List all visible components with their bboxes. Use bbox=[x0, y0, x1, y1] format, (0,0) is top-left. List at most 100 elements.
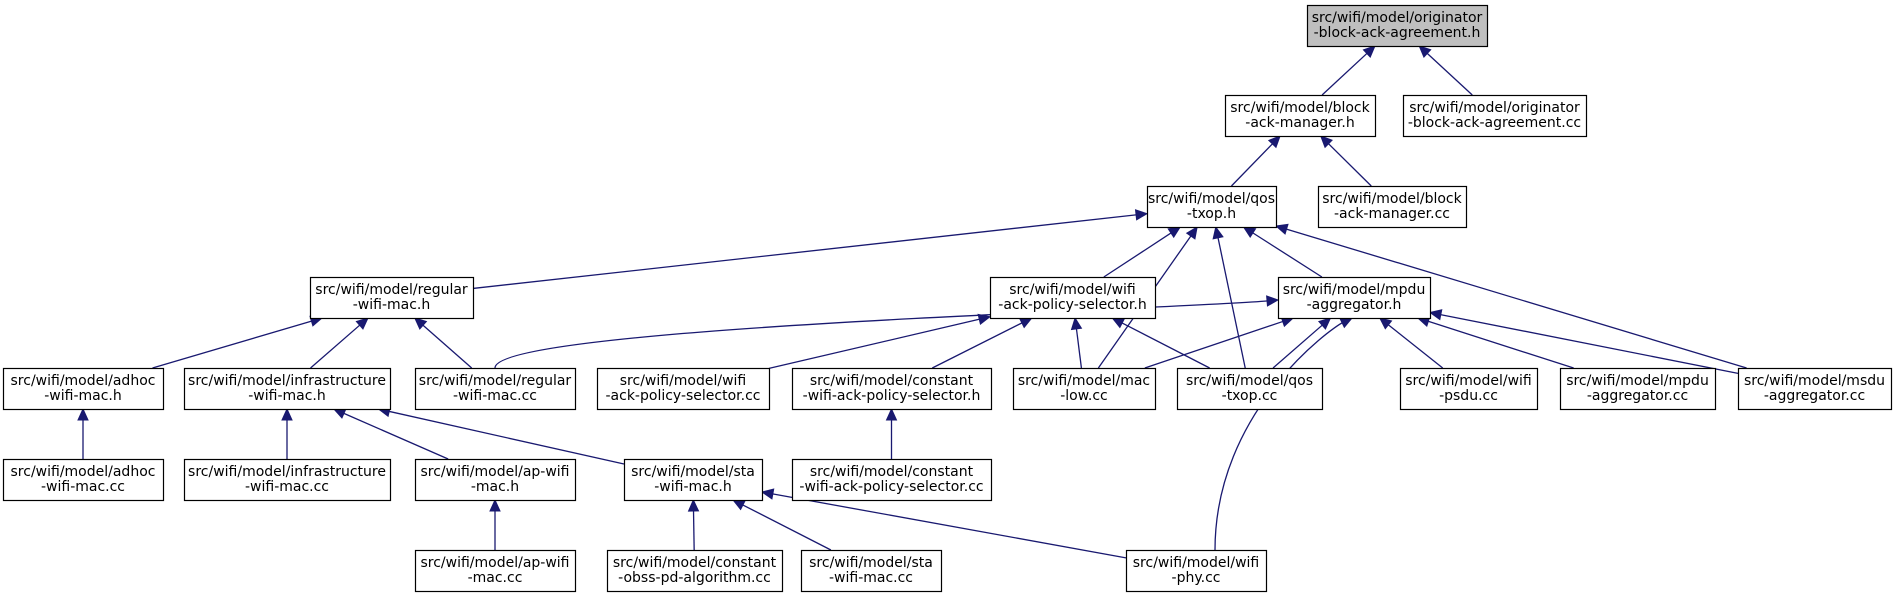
edge-qos-h-to-bam-h bbox=[1230, 135, 1281, 187]
node-label-line: -mac.cc bbox=[468, 570, 523, 586]
edges-layer bbox=[77, 45, 1747, 559]
edge-cwaps-h-to-waps-h bbox=[931, 317, 1033, 369]
node-label-line: -block-ack-agreement.cc bbox=[1408, 115, 1581, 131]
node-label-line: src/wifi/model/originator bbox=[1312, 10, 1483, 26]
file-node-waps-cc[interactable]: src/wifi/model/wifi-ack-policy-selector.… bbox=[596, 367, 771, 411]
file-node-ap-cc[interactable]: src/wifi/model/ap-wifi-mac.cc bbox=[414, 549, 577, 593]
arrow-head bbox=[1212, 225, 1224, 240]
arrow-head bbox=[1185, 226, 1198, 240]
file-node-psdu-cc[interactable]: src/wifi/model/wifi-psdu.cc bbox=[1399, 367, 1539, 411]
node-label-line: src/wifi/model/wifi bbox=[1133, 555, 1260, 571]
node-box bbox=[1224, 94, 1377, 138]
file-node-sta-h[interactable]: src/wifi/model/sta-wifi-mac.h bbox=[623, 458, 764, 502]
arrow-head bbox=[413, 317, 428, 330]
arrow-head bbox=[1378, 317, 1393, 330]
arrow-head bbox=[1134, 209, 1149, 221]
node-label-line: src/wifi/model/qos bbox=[1186, 373, 1313, 389]
arrow-head bbox=[1339, 317, 1354, 329]
node-box bbox=[1317, 185, 1468, 229]
node-box bbox=[414, 549, 577, 593]
file-node-infra-h[interactable]: src/wifi/model/infrastructure-wifi-mac.h bbox=[183, 367, 392, 411]
edge-cwaps-cc-to-cwaps-h bbox=[885, 407, 898, 459]
file-node-obss-cc[interactable]: src/wifi/model/constant-obss-pd-algorith… bbox=[606, 549, 784, 593]
file-node-qos-cc[interactable]: src/wifi/model/qos-txop.cc bbox=[1176, 367, 1324, 411]
node-box bbox=[309, 276, 475, 320]
edge-maclow-cc-to-waps-h bbox=[1070, 316, 1083, 369]
node-label-line: src/wifi/model/ap-wifi bbox=[420, 464, 569, 480]
file-node-mpdu-cc[interactable]: src/wifi/model/mpdu-aggregator.cc bbox=[1559, 367, 1717, 411]
nodes-layer: src/wifi/model/originator -block-ack-agre… bbox=[2, 4, 1893, 593]
node-label-line: src/wifi/model/ap-wifi bbox=[420, 555, 569, 571]
node-label-line: src/wifi/model/qos bbox=[1148, 191, 1275, 207]
file-node-ap-h[interactable]: src/wifi/model/ap-wifi-mac.h bbox=[414, 458, 577, 502]
node-label-line: -wifi-mac.h bbox=[248, 388, 326, 404]
node-label-line: src/wifi/model/constant bbox=[810, 373, 974, 389]
node-box bbox=[1399, 367, 1539, 411]
file-node-bam-cc[interactable]: src/wifi/model/block-ack-manager.cc bbox=[1317, 185, 1468, 229]
node-label-line: -aggregator.h bbox=[1307, 297, 1402, 313]
node-label-line: src/wifi/model/block bbox=[1230, 100, 1370, 116]
file-node-reg-cc[interactable]: src/wifi/model/regular-wifi-mac.cc bbox=[414, 367, 577, 411]
edge-mpdu-h-to-qos-h bbox=[1242, 226, 1323, 278]
file-node-qos-h[interactable]: src/wifi/model/qos-txop.h bbox=[1146, 185, 1278, 229]
file-node-oba-cc[interactable]: src/wifi/model/originator-block-ack-agre… bbox=[1402, 94, 1588, 138]
edge-qos-cc-to-mpdu-h bbox=[1272, 317, 1332, 369]
file-node-bam-h[interactable]: src/wifi/model/block-ack-manager.h bbox=[1224, 94, 1377, 138]
edge-reg-cc-to-reg-h bbox=[413, 317, 473, 369]
edge-phy-cc-to-sta-h bbox=[760, 488, 1127, 559]
node-label-line: src/wifi/model/block bbox=[1322, 191, 1462, 207]
node-box bbox=[1306, 4, 1489, 48]
node-box bbox=[183, 458, 392, 502]
node-label-line: -wifi-mac.cc bbox=[41, 479, 125, 495]
file-node-cwaps-cc[interactable]: src/wifi/model/constant-wifi-ack-policy-… bbox=[791, 458, 993, 502]
node-box bbox=[2, 458, 165, 502]
arrow-head bbox=[1319, 135, 1333, 149]
file-node-maclow-cc[interactable]: src/wifi/model/mac-low.cc bbox=[1012, 367, 1157, 411]
edge-sta-h-to-infra-h bbox=[377, 405, 625, 465]
node-box bbox=[623, 458, 764, 502]
edge-bam-cc-to-bam-h bbox=[1319, 135, 1372, 187]
file-node-adhoc-h[interactable]: src/wifi/model/adhoc-wifi-mac.h bbox=[2, 367, 165, 411]
node-box bbox=[1737, 367, 1893, 411]
arrow-head bbox=[1274, 223, 1289, 235]
node-box bbox=[791, 367, 993, 411]
file-node-sta-cc[interactable]: src/wifi/model/sta-wifi-mac.cc bbox=[800, 549, 943, 593]
arrow-head bbox=[281, 407, 293, 421]
file-node-waps-h[interactable]: src/wifi/model/wifi-ack-policy-selector.… bbox=[989, 276, 1157, 320]
edge-obss-cc-to-sta-h bbox=[687, 498, 700, 551]
file-node-mpdu-h[interactable]: src/wifi/model/mpdu-aggregator.h bbox=[1277, 276, 1432, 320]
edge-oba-cc-to-oba-h bbox=[1418, 45, 1473, 96]
file-node-oba-h[interactable]: src/wifi/model/originator-block-ack-agre… bbox=[1306, 4, 1489, 48]
arrow-head bbox=[1111, 317, 1126, 329]
node-label-line: -ack-manager.cc bbox=[1334, 206, 1450, 222]
edge-ap-h-to-infra-h bbox=[332, 408, 449, 460]
node-label-line: src/wifi/model/mpdu bbox=[1566, 373, 1709, 389]
node-box bbox=[1146, 185, 1278, 229]
file-node-adhoc-cc[interactable]: src/wifi/model/adhoc-wifi-mac.cc bbox=[2, 458, 165, 502]
node-label-line: src/wifi/model/constant bbox=[613, 555, 777, 571]
edge-psdu-cc-to-mpdu-h bbox=[1378, 317, 1444, 369]
node-label-line: src/wifi/model/wifi bbox=[1009, 282, 1136, 298]
file-node-msdu-cc[interactable]: src/wifi/model/msdu-aggregator.cc bbox=[1737, 367, 1893, 411]
edge-waps-h-to-qos-h bbox=[1103, 226, 1182, 278]
file-node-reg-h[interactable]: src/wifi/model/regular-wifi-mac.h bbox=[309, 276, 475, 320]
edge-adhoc-cc-to-adhoc-h bbox=[77, 407, 89, 459]
edge-sta-cc-to-sta-h bbox=[732, 499, 832, 551]
node-label-line: -aggregator.cc bbox=[1587, 388, 1688, 404]
file-node-cwaps-h[interactable]: src/wifi/model/constant-wifi-ack-policy-… bbox=[791, 367, 993, 411]
arrow-head bbox=[732, 499, 746, 511]
file-node-phy-cc[interactable]: src/wifi/model/wifi-phy.cc bbox=[1125, 549, 1268, 593]
node-box bbox=[791, 458, 993, 502]
arrow-head bbox=[332, 408, 347, 419]
file-node-infra-cc[interactable]: src/wifi/model/infrastructure-wifi-mac.c… bbox=[183, 458, 392, 502]
node-label-line: -obss-pd-algorithm.cc bbox=[618, 570, 771, 586]
node-label-line: -ack-manager.h bbox=[1245, 115, 1354, 131]
node-label-line: -txop.h bbox=[1187, 206, 1236, 222]
arrow-head bbox=[1317, 317, 1332, 330]
node-label-line: -wifi-ack-policy-selector.h bbox=[803, 388, 981, 404]
arrow-head bbox=[1267, 135, 1281, 149]
node-box bbox=[606, 549, 784, 593]
edge-maclow-cc-to-mpdu-h bbox=[1144, 316, 1295, 369]
node-label-line: src/wifi/model/sta bbox=[809, 555, 933, 571]
node-box bbox=[1012, 367, 1157, 411]
